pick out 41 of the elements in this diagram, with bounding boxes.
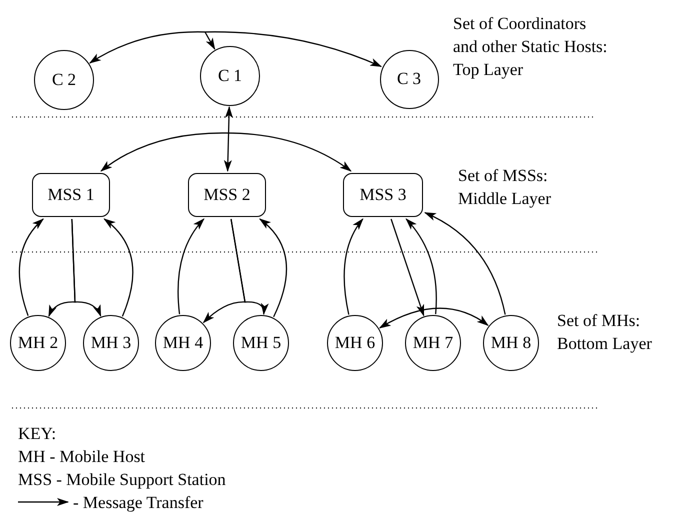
node-label: MH 6 — [334, 333, 376, 353]
node-label: MH 4 — [162, 333, 204, 353]
node-label: MSS 1 — [48, 185, 94, 205]
arrow — [18, 218, 44, 316]
arrow — [205, 31, 382, 68]
arrow — [378, 308, 489, 328]
key-entry: MSS - Mobile Support Station — [18, 469, 227, 491]
key-entry: MH - Mobile Host — [18, 446, 146, 468]
arrow — [103, 218, 134, 317]
legend-label: - Message Transfer — [73, 492, 204, 514]
host-circle — [380, 50, 438, 108]
node-label: C 2 — [52, 70, 76, 90]
node-label: MH 3 — [90, 333, 132, 353]
node-label: MH 5 — [240, 333, 282, 353]
layer-caption: Set of MSSs: Middle Layer — [458, 165, 552, 210]
node-label: C 3 — [396, 69, 422, 89]
arrow — [424, 212, 506, 315]
node-label: MH 7 — [412, 333, 454, 353]
layer-caption: Set of Coordinators and other Static Hosts: Top Layer — [453, 13, 608, 81]
node-label: MSS 3 — [360, 185, 406, 205]
station-box — [32, 173, 110, 217]
arrow — [89, 31, 205, 64]
arrow — [100, 132, 226, 172]
arrow — [390, 218, 424, 316]
arrow — [204, 32, 216, 50]
arrow — [71, 218, 102, 317]
node-label: MSS 2 — [204, 185, 250, 205]
node-label: MH 2 — [18, 333, 58, 353]
key-heading: KEY: — [18, 423, 58, 445]
arrow — [406, 218, 437, 314]
arrow — [230, 218, 268, 316]
arrow — [224, 106, 233, 172]
node-label: C 1 — [218, 66, 242, 86]
arrow — [344, 218, 364, 315]
arrow — [259, 218, 288, 318]
station-box — [343, 173, 423, 217]
station-box — [188, 173, 266, 217]
arrow — [226, 132, 352, 172]
node-label: MH 8 — [490, 333, 532, 353]
arrow — [178, 218, 204, 314]
layer-caption: Set of MHs: Bottom Layer — [557, 310, 653, 355]
